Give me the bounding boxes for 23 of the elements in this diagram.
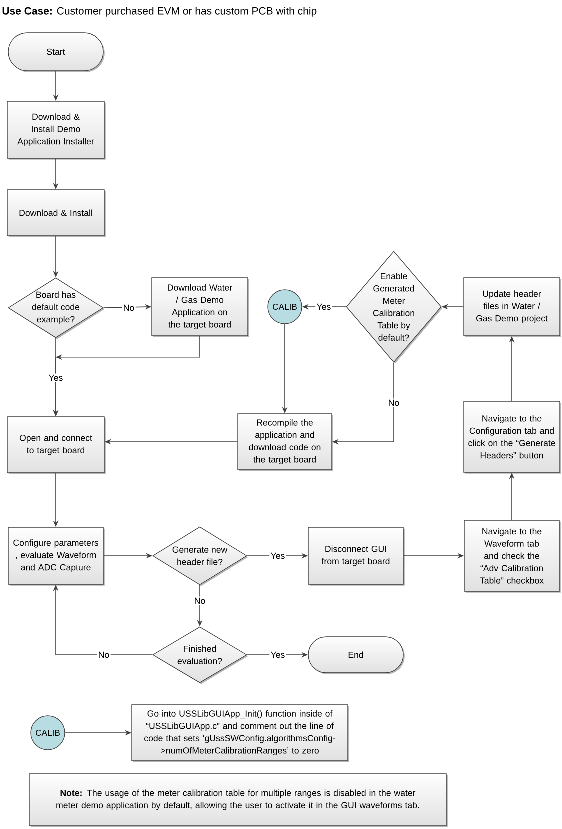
process-box: Recompile the application and download code on the target board	[238, 414, 334, 472]
note-box: Note: The usage of the meter calibration table for multiple ranges is disabled in the water meter demo application by default, allowing the user to activate it in the GUI waveforms tab.	[29, 774, 448, 828]
process-box: Go into USSLibGUIApp_Init() function inside of “USSLibGUIApp.c” and comment out the line of code that sets ‘gUssSWConfig.algorithmsConfig->numOfMeterCalibrationRanges’ to zero	[132, 704, 350, 762]
process-box: Navigate to the Waveform tab and check the “Adv Calibration Table” checkbox	[464, 520, 561, 593]
terminal-oval: Start	[8, 32, 105, 72]
edge-label: No	[97, 650, 111, 660]
process-box: Download & Install	[7, 190, 106, 238]
process-box: Configure parameters , evaluate Waveform and ADC Capture	[8, 527, 105, 586]
process-box: Download & Install Demo Application Installer	[7, 101, 106, 160]
edge-label: Yes	[270, 650, 286, 660]
process-box: Navigate to the Configuration tab and click on the “Generate Headers” button	[464, 401, 562, 474]
edge-label: No	[122, 304, 136, 312]
process-box: Update header files in Water / Gas Demo project	[464, 278, 562, 338]
edge-label: Yes	[270, 552, 286, 560]
terminal-oval: End	[308, 636, 405, 674]
edge-label: Yes	[316, 302, 332, 312]
title: Use Case: Customer purchased EVM or has custom PCB with chip	[2, 7, 317, 17]
process-box: Download Water / Gas Demo Application on the target board	[152, 278, 250, 338]
process-box: Disconnect GUI from target board	[308, 527, 405, 586]
edge-label: No	[193, 596, 207, 606]
edge-label: No	[387, 398, 401, 408]
edge-label: Yes	[48, 374, 64, 382]
process-box: Open and connect to target board	[7, 416, 106, 474]
